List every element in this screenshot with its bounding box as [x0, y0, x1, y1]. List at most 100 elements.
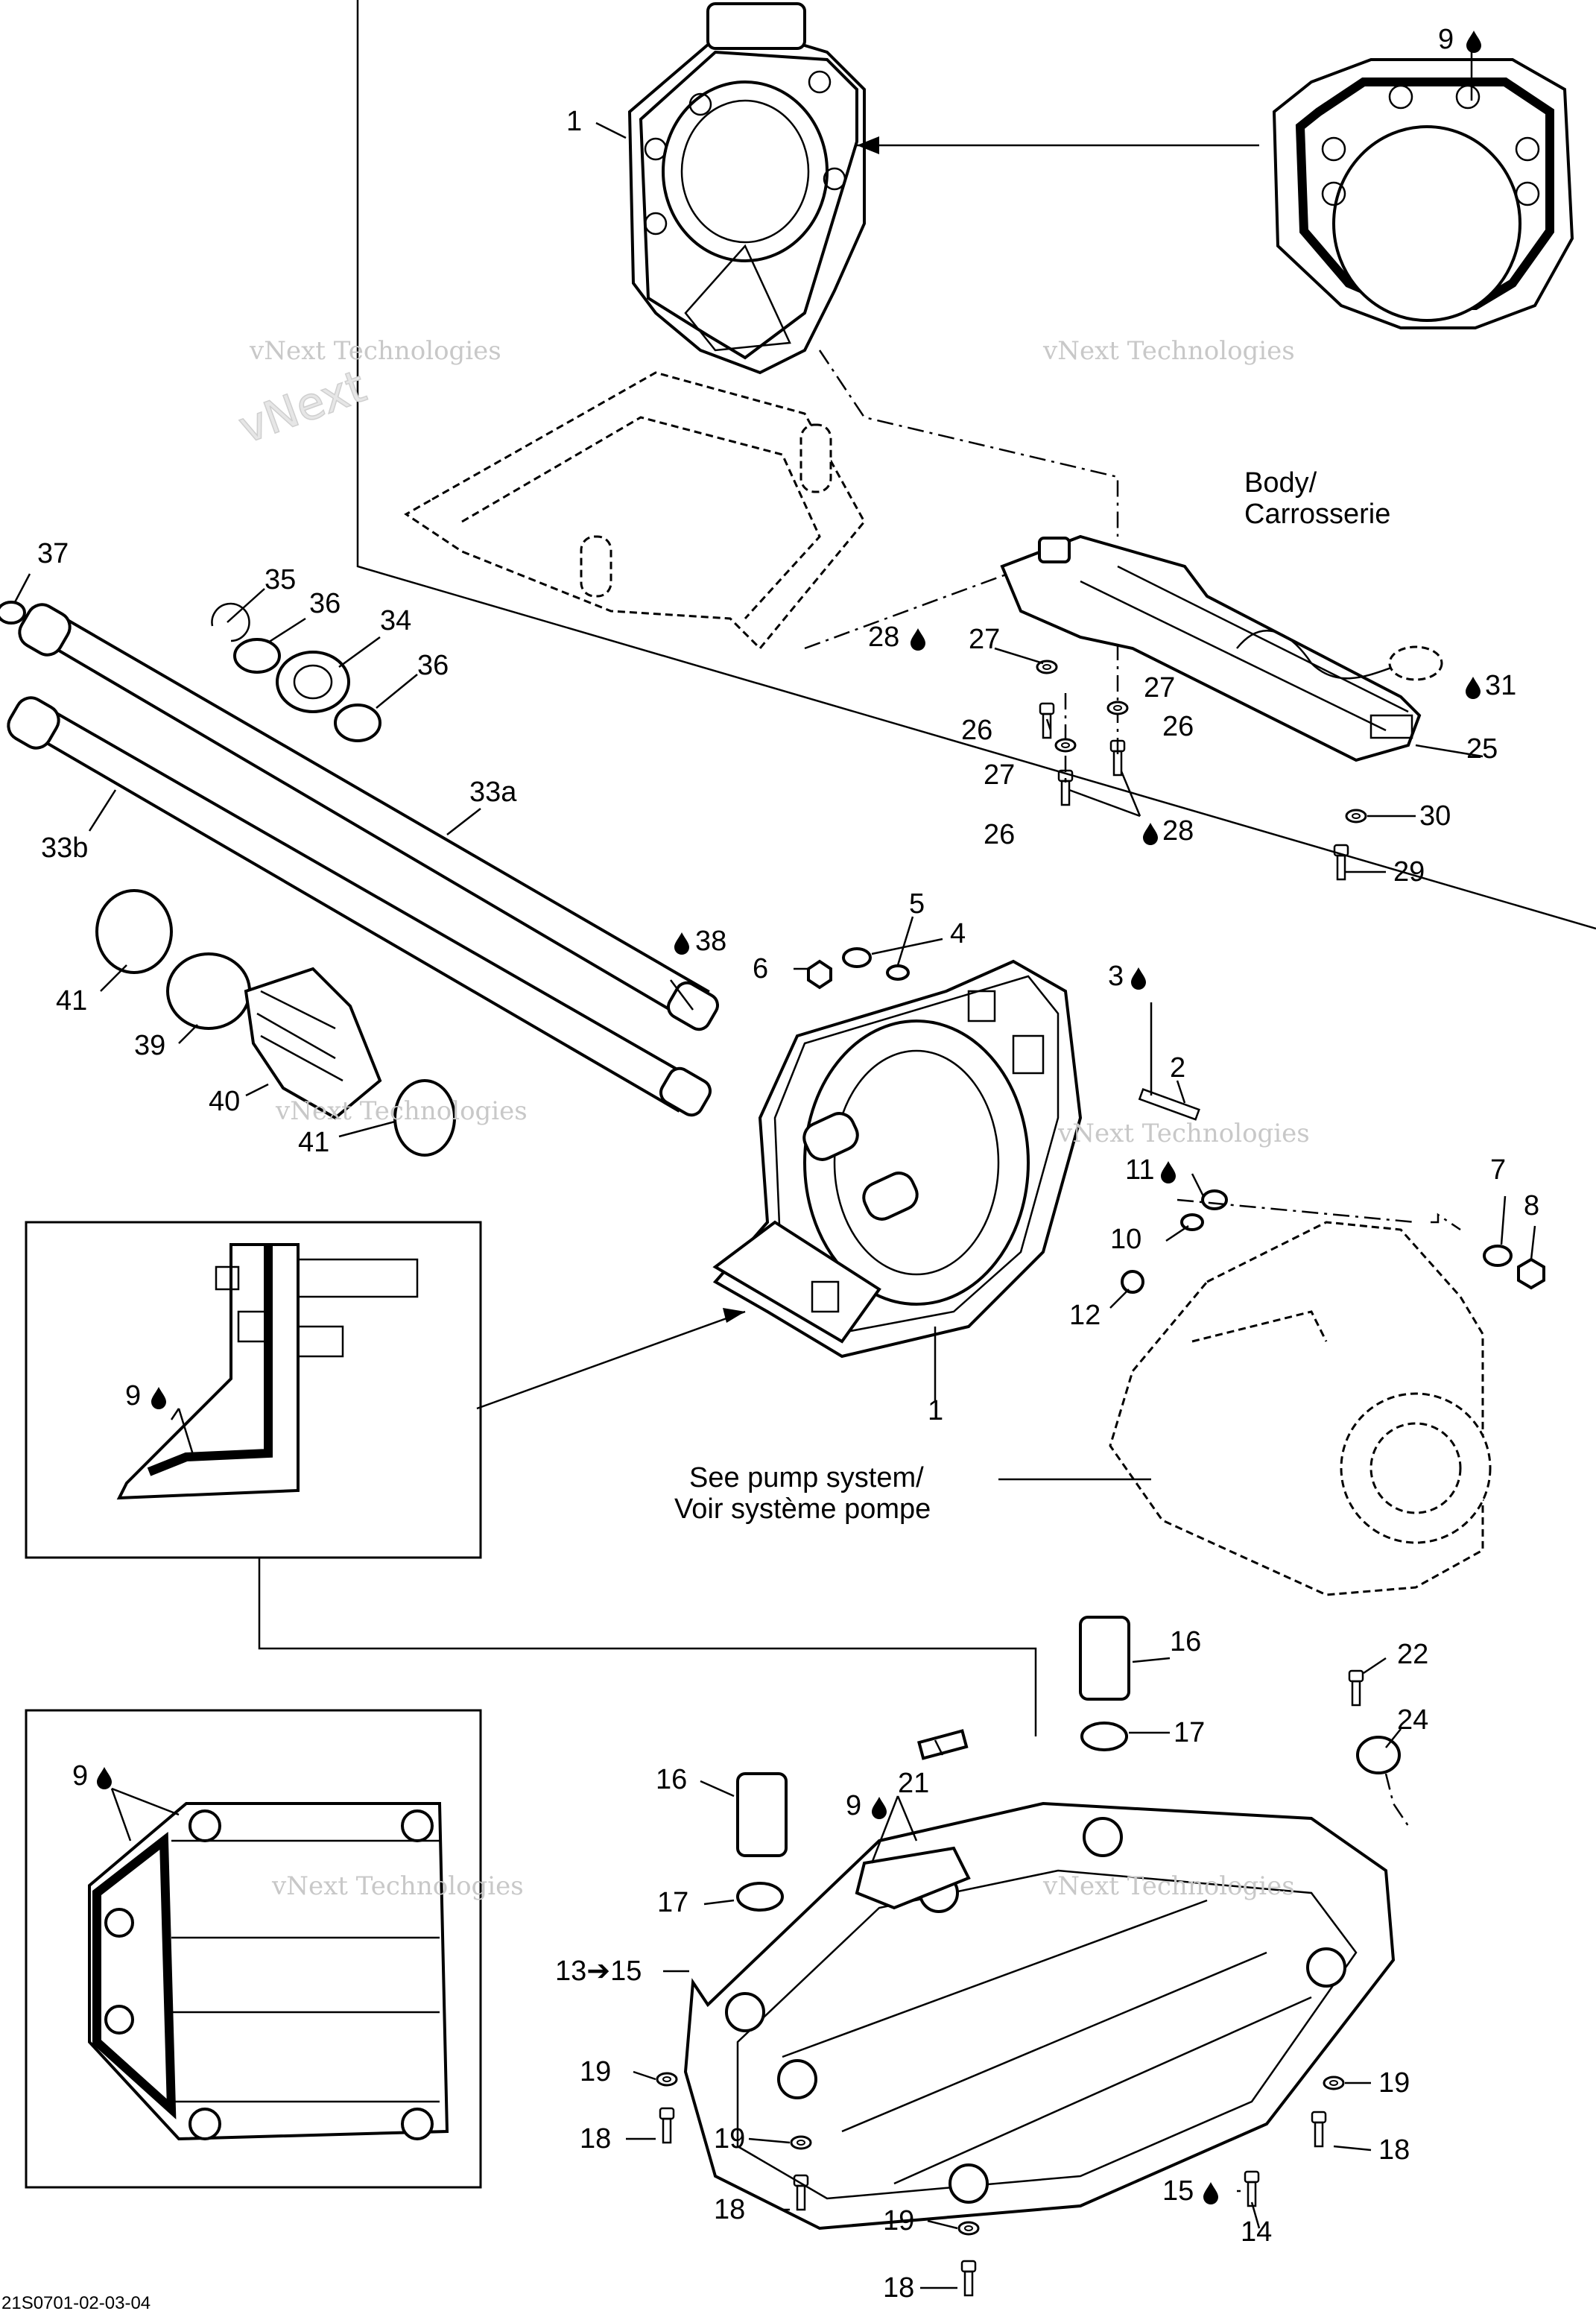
- sealant-drop-icon: [911, 628, 925, 651]
- leader-lines: [13, 52, 1536, 2289]
- callout-2: 2: [1170, 1052, 1185, 1084]
- callout-10: 10: [1110, 1224, 1141, 1255]
- callout-8: 8: [1524, 1190, 1539, 1221]
- sealant-drop-icon: [872, 1797, 887, 1819]
- body-note-line2: Carrosserie: [1244, 499, 1390, 530]
- dashed-leader-to-pump: [1177, 1198, 1416, 1224]
- callout-24: 24: [1397, 1704, 1428, 1736]
- callout-15: 15: [1162, 2175, 1194, 2207]
- callout-17: 17: [1174, 1717, 1205, 1748]
- arrow-head: [857, 136, 879, 154]
- callout-6: 6: [753, 953, 768, 984]
- callout-9: 9: [72, 1760, 88, 1792]
- callout-13-15: 13➔15: [555, 1956, 642, 1987]
- callout-30: 30: [1419, 800, 1451, 832]
- callout-21: 21: [898, 1768, 929, 1799]
- sealant-drop-icon: [1161, 1161, 1176, 1183]
- callout-9: 9: [846, 1790, 861, 1821]
- watermark-small: vNext Technologies: [1042, 336, 1295, 366]
- dashed-leader-to-nut: [1431, 1213, 1461, 1231]
- watermark-small: vNext Technologies: [1042, 1871, 1295, 1901]
- arrow-head-mid: [723, 1308, 745, 1323]
- inset-side-profile: [25, 1221, 482, 1559]
- callout-9: 9: [125, 1380, 141, 1412]
- watermark-small: vNext Technologies: [1057, 1119, 1310, 1148]
- sealant-drop-icon: [1203, 2182, 1218, 2204]
- callout-19: 19: [714, 2123, 745, 2155]
- body-locator-blob: [1388, 645, 1443, 681]
- callout-26: 26: [961, 715, 992, 746]
- group-frame-lines: [258, 0, 1596, 1736]
- body-pointer-curve: [1236, 630, 1405, 680]
- callout-38: 38: [695, 926, 726, 957]
- adapter-housing-main: [712, 959, 1083, 1359]
- leader-inset-to-housing-mid: [476, 1310, 746, 1410]
- callout-16: 16: [1170, 1626, 1201, 1657]
- callout-41: 41: [298, 1127, 329, 1158]
- callout-28: 28: [1162, 815, 1194, 847]
- callout-34: 34: [380, 605, 411, 636]
- callout-27: 27: [969, 624, 1000, 655]
- callout-36: 36: [309, 588, 341, 619]
- pump-note-line1: See pump system/: [689, 1462, 924, 1493]
- callout-5: 5: [909, 888, 925, 920]
- sealant-drop-icon: [1466, 677, 1481, 699]
- watermark-small: vNext Technologies: [271, 1871, 524, 1901]
- callout-18: 18: [714, 2194, 745, 2225]
- ride-plate: [683, 1801, 1396, 2231]
- callout-19: 19: [580, 2056, 611, 2087]
- callout-27: 27: [984, 759, 1015, 791]
- callout-18: 18: [883, 2272, 914, 2304]
- callout-4: 4: [950, 918, 966, 949]
- dashed-leaders-top: [804, 350, 1119, 783]
- seal-rings: [0, 601, 381, 742]
- sealant-drop-icon: [674, 932, 689, 955]
- callout-14: 14: [1241, 2216, 1272, 2248]
- sealant-drop-icon: [1131, 967, 1146, 990]
- sealant-drop-icon: [1466, 31, 1481, 53]
- callout-1: 1: [566, 106, 582, 137]
- inset-housing-rear-view: [1272, 58, 1574, 329]
- boot-and-clamps: [95, 889, 456, 1157]
- ride-plate-fittings: [656, 1616, 1410, 2297]
- callout-41: 41: [56, 985, 87, 1017]
- ride-plate-top-hidden: [404, 371, 866, 651]
- callout-18: 18: [1378, 2134, 1410, 2166]
- pump-system-reference: [1109, 1221, 1492, 1596]
- callout-17: 17: [657, 1887, 688, 1918]
- support-bracket: [1000, 534, 1422, 762]
- drive-shaft-33b: [7, 696, 712, 1117]
- callout-18: 18: [580, 2123, 611, 2155]
- adapter-housing-top: [627, 2, 866, 375]
- callout-36: 36: [417, 650, 449, 681]
- callout-22: 22: [1397, 1639, 1428, 1670]
- callout-9: 9: [1438, 24, 1454, 55]
- callout-3: 3: [1108, 961, 1124, 992]
- callout-25: 25: [1466, 733, 1498, 765]
- callout-29: 29: [1393, 856, 1425, 888]
- watermark-small: vNext Technologies: [275, 1096, 528, 1126]
- sealant-drop-icon: [1143, 823, 1158, 845]
- callout-27: 27: [1144, 672, 1175, 704]
- callout-19: 19: [883, 2205, 914, 2236]
- callout-11: 11: [1125, 1154, 1154, 1186]
- watermark-small: vNext Technologies: [249, 336, 501, 366]
- callout-40: 40: [209, 1086, 240, 1117]
- callout-1: 1: [928, 1395, 943, 1426]
- body-note-line1: Body/: [1244, 467, 1317, 499]
- pump-note-line2: Voir système pompe: [674, 1493, 931, 1525]
- callout-28: 28: [868, 622, 899, 653]
- callout-19: 19: [1378, 2067, 1410, 2099]
- callout-26: 26: [1162, 711, 1194, 742]
- callout-26: 26: [984, 819, 1015, 850]
- watermark-big: vNext: [232, 361, 373, 455]
- callout-16: 16: [656, 1764, 687, 1795]
- callout-7: 7: [1490, 1154, 1506, 1186]
- callout-33b: 33b: [41, 832, 88, 864]
- inset-ride-plate-top: [25, 1709, 482, 2189]
- callout-37: 37: [37, 538, 69, 569]
- callout-33a: 33a: [469, 777, 517, 808]
- callout-12: 12: [1069, 1300, 1101, 1331]
- document-id: 21S0701-02-03-04: [1, 2293, 151, 2313]
